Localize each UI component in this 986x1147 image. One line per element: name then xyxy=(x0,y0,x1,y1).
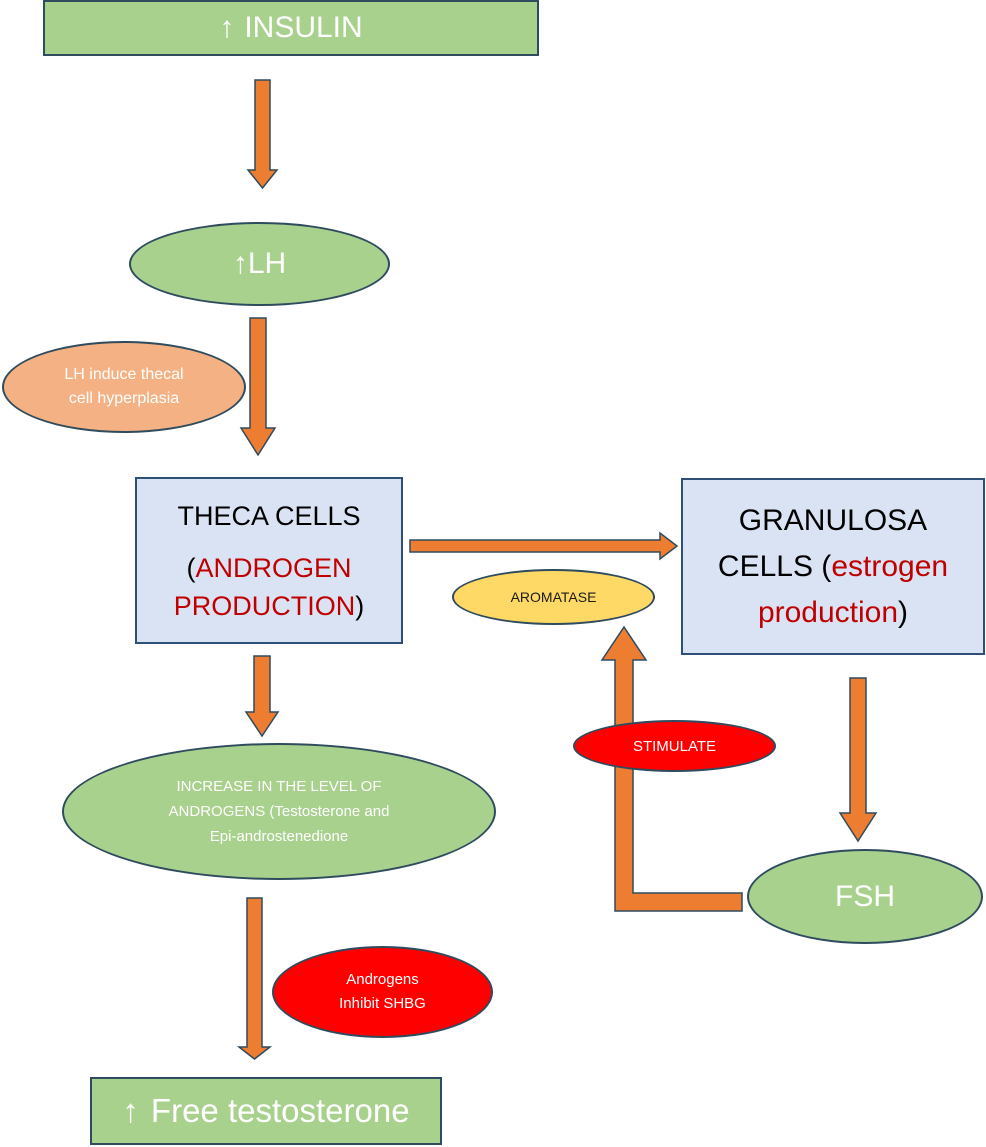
granulosa-cells-box: GRANULOSA CELLS (estrogen production) xyxy=(681,478,985,655)
cells-text: CELLS ( xyxy=(717,549,832,583)
fsh-label: FSH xyxy=(835,879,895,913)
production-text: PRODUCTION xyxy=(173,590,356,621)
estrogen-text: estrogen xyxy=(831,549,949,583)
stimulate-ellipse: STIMULATE xyxy=(573,720,776,772)
lh-label: LH xyxy=(247,247,287,280)
production-text: production xyxy=(757,595,899,629)
lh-ellipse: ↑ LH xyxy=(129,222,390,306)
androgens-increase-ellipse: INCREASE IN THE LEVEL OF ANDROGENS (Test… xyxy=(62,743,496,880)
shbg-line-2: Inhibit SHBG xyxy=(339,995,426,1012)
arrow-androgens-to-free-testosterone xyxy=(236,897,273,1060)
free-testosterone-label: Free testosterone xyxy=(150,1092,410,1129)
note-line-1: LH induce thecal xyxy=(64,366,184,383)
insulin-label: INSULIN xyxy=(244,11,363,44)
aromatase-ellipse: AROMATASE xyxy=(452,569,655,625)
close-paren: ) xyxy=(355,590,365,621)
arrow-insulin-to-lh xyxy=(246,79,279,190)
fsh-ellipse: FSH xyxy=(747,849,983,944)
arrow-theca-to-androgens xyxy=(244,655,280,738)
granulosa-line-1: GRANULOSA xyxy=(738,503,928,537)
theca-sub-line-1: (ANDROGEN xyxy=(186,549,351,587)
shbg-line-1: Androgens xyxy=(346,971,419,988)
androgens-line-3: Epi-androstenedione xyxy=(209,828,349,845)
insulin-box: ↑ INSULIN xyxy=(43,0,539,56)
androgens-line-1: INCREASE IN THE LEVEL OF xyxy=(176,778,382,795)
free-testosterone-box: ↑ Free testosterone xyxy=(90,1077,442,1145)
arrow-granulosa-to-fsh xyxy=(838,677,878,843)
theca-title: THECA CELLS xyxy=(177,500,361,531)
lh-thecal-hyperplasia-note: LH induce thecal cell hyperplasia xyxy=(2,341,246,433)
androgen-text: ANDROGEN xyxy=(195,552,352,583)
androgens-inhibit-shbg-ellipse: Androgens Inhibit SHBG xyxy=(272,946,493,1038)
up-arrow-icon: ↑ xyxy=(122,1092,139,1129)
open-paren: ( xyxy=(186,552,196,583)
up-arrow-icon: ↑ xyxy=(219,11,235,44)
granulosa-line-3: production) xyxy=(758,590,908,636)
androgens-line-2: ANDROGENS (Testosterone and xyxy=(168,803,390,820)
aromatase-label: AROMATASE xyxy=(510,589,597,605)
arrow-theca-to-granulosa xyxy=(409,531,679,561)
theca-sub-line-2: PRODUCTION) xyxy=(174,587,365,625)
note-line-2: cell hyperplasia xyxy=(68,390,180,407)
granulosa-line-2: CELLS (estrogen xyxy=(718,544,948,590)
close-paren: ) xyxy=(898,595,909,629)
stimulate-label: STIMULATE xyxy=(632,737,717,755)
up-arrow-icon: ↑ xyxy=(232,247,248,280)
arrow-lh-to-theca xyxy=(239,317,277,457)
theca-cells-box: THECA CELLS (ANDROGEN PRODUCTION) xyxy=(135,477,403,644)
